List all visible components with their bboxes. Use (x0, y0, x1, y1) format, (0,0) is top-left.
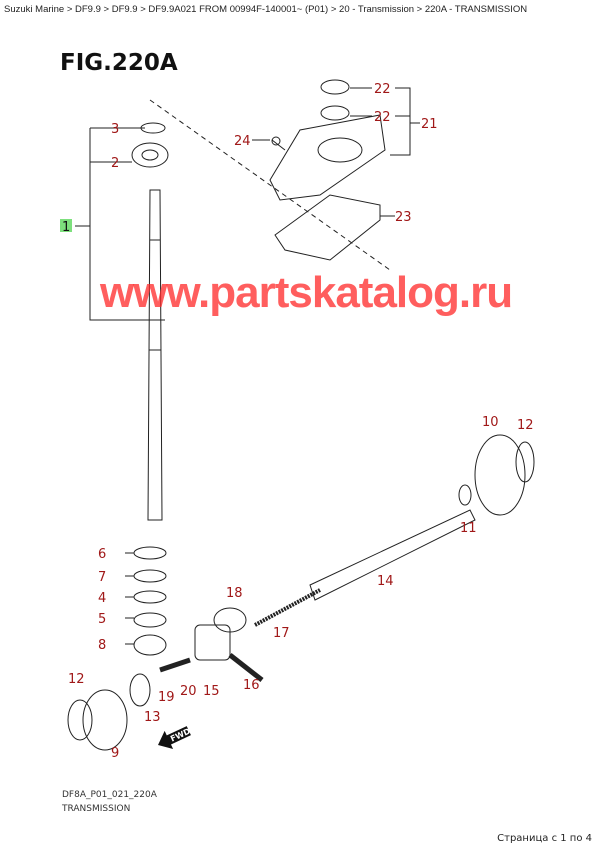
callout-14: 14 (377, 574, 394, 589)
callout-3: 3 (111, 122, 119, 137)
figure-title: FIG.220A (60, 50, 178, 76)
watermark: www.partskatalog.ru (100, 268, 513, 317)
part-24 (271, 136, 281, 146)
callout-1: 1 (62, 220, 70, 235)
callout-20: 20 (180, 684, 197, 699)
callout-7: 7 (98, 570, 106, 585)
part-5 (133, 612, 167, 628)
callout-11: 11 (460, 521, 477, 536)
callout-16: 16 (243, 678, 260, 693)
callout-15: 15 (203, 684, 220, 699)
part-22b (320, 105, 350, 121)
callout-24: 24 (234, 134, 251, 149)
fwd-label: FWD (169, 726, 192, 743)
part-11 (458, 484, 472, 506)
breadcrumb[interactable]: Suzuki Marine > DF9.9 > DF9.9 > DF9.9A02… (4, 4, 528, 15)
part-13 (129, 673, 151, 707)
part-12b (67, 699, 93, 741)
callout-10: 10 (482, 415, 499, 430)
part-4 (133, 590, 167, 604)
part-8 (133, 634, 167, 656)
pagination[interactable]: Страница с 1 по 4 (497, 833, 592, 844)
callout-5: 5 (98, 612, 106, 627)
part-22a (320, 79, 350, 95)
callout-2: 2 (111, 156, 119, 171)
part-21 (269, 114, 386, 201)
part-12a (515, 441, 535, 483)
callout-22: 22 (374, 110, 391, 125)
part-17 (254, 588, 321, 627)
callout-21: 21 (421, 117, 438, 132)
callout-9: 9 (111, 746, 119, 761)
callout-8: 8 (98, 638, 106, 653)
drawing-name: TRANSMISSION (62, 804, 131, 814)
fwd-arrow-icon: FWD (158, 726, 192, 749)
part-10 (474, 434, 526, 516)
part-7 (133, 569, 167, 583)
part-23 (274, 194, 381, 261)
part-9 (82, 689, 128, 751)
callout-22: 22 (374, 82, 391, 97)
callout-4: 4 (98, 591, 106, 606)
callout-17: 17 (273, 626, 290, 641)
part-1-highlight (60, 219, 72, 232)
callout-18: 18 (226, 586, 243, 601)
callout-6: 6 (98, 547, 106, 562)
callout-12: 12 (517, 418, 534, 433)
callout-12: 12 (68, 672, 85, 687)
callout-23: 23 (395, 210, 412, 225)
part-2 (131, 142, 169, 168)
part-15 (194, 624, 231, 661)
drawing-code: DF8A_P01_021_220A (62, 790, 157, 800)
drive-shaft (147, 189, 163, 521)
callout-13: 13 (144, 710, 161, 725)
part-6 (133, 546, 167, 560)
part-14 (309, 509, 476, 601)
callout-19: 19 (158, 690, 175, 705)
